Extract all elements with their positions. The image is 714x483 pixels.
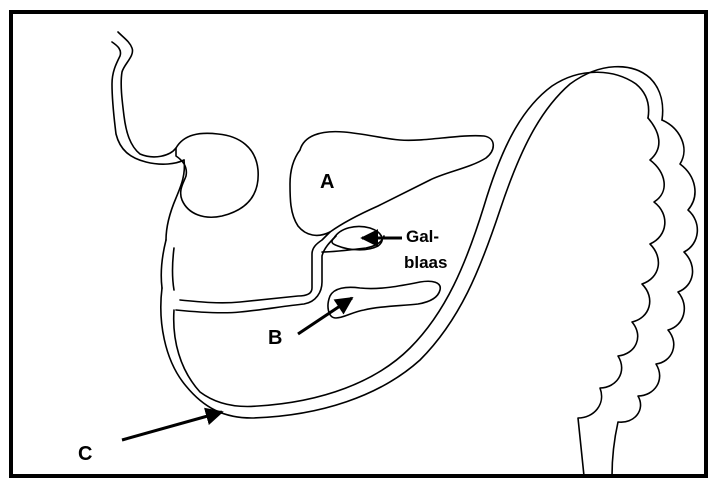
- label-b: B: [268, 327, 282, 349]
- label-c: C: [78, 443, 92, 465]
- stomach: [176, 133, 258, 217]
- small-intestine-outer: [612, 120, 697, 476]
- label-a: A: [320, 171, 334, 193]
- pancreas: [328, 281, 440, 318]
- duodenum-left-wall-inner: [173, 248, 175, 290]
- duodenum-left-wall: [161, 240, 166, 288]
- label-gallbladder-1: Gal-: [406, 227, 439, 246]
- bile-duct: [180, 232, 330, 303]
- esophagus: [118, 32, 176, 157]
- label-gallbladder-2: blaas: [404, 253, 447, 272]
- arrow-c: [122, 412, 222, 440]
